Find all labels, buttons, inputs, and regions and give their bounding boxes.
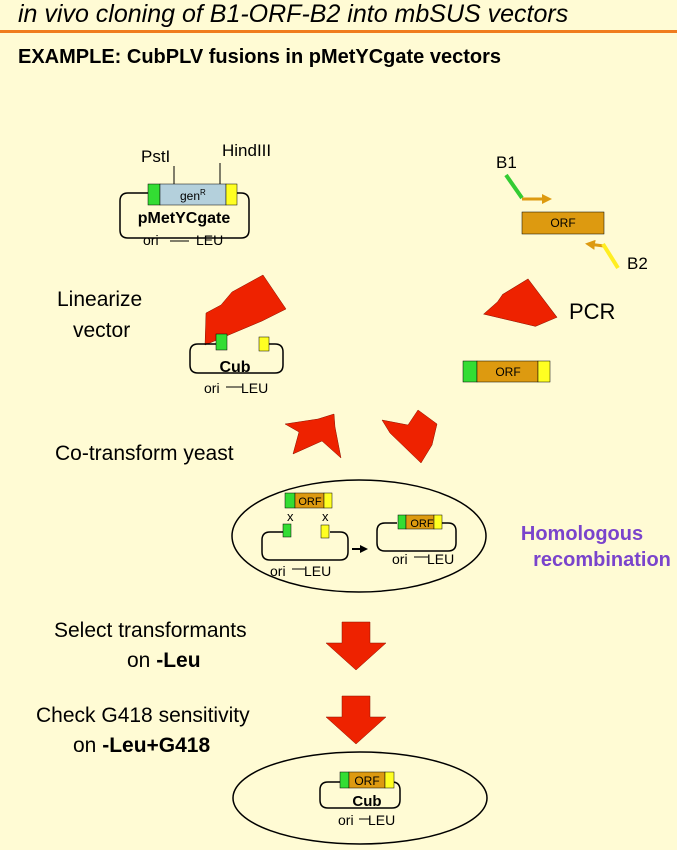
arrow-cotransform-left (284, 413, 342, 459)
linear-green-box (215, 333, 228, 351)
step-cotransform: Co-transform yeast (55, 442, 234, 465)
page-subtitle: EXAMPLE: CubPLV fusions in pMetYCgate ve… (18, 46, 502, 68)
recipient-green-box (282, 523, 292, 538)
recombinant-yellow-box (433, 514, 443, 530)
final-orf-label: ORF (354, 774, 379, 788)
recombinant-backbone (376, 522, 457, 552)
final-construct: ORF Cub ori LEU (319, 771, 401, 828)
insert-green-box (284, 492, 296, 509)
pcr-product: ORF (462, 360, 551, 383)
gene-label: genR (180, 188, 206, 203)
step-pcr: PCR (569, 299, 615, 324)
orf-template-label: ORF (550, 216, 575, 230)
recipient-leu-label: LEU (304, 563, 331, 579)
step-check-line1: Check G418 sensitivity (36, 704, 250, 727)
product-green-box (462, 360, 478, 383)
vector-backbone (119, 192, 250, 239)
final-backbone (319, 781, 401, 809)
recombinant-leu-label: LEU (427, 551, 454, 567)
linear-ori-label: ori (204, 380, 220, 396)
yeast-cell (231, 479, 487, 593)
primer-b1-label: B1 (496, 153, 517, 172)
step-linearize-line1: Linearize (57, 288, 142, 311)
step-select-line2: on -Leu (127, 649, 201, 672)
linearized-vector: Cub ori LEU (189, 333, 284, 396)
recombinant-orf-label: ORF (410, 518, 434, 530)
arrow-select (325, 621, 387, 671)
vector-pmetycgate: PstI HindIII genR pMetYCgate ori LEU (119, 141, 271, 248)
insert-yellow-box (323, 492, 333, 509)
yellow-homology-box (225, 183, 238, 206)
product-yellow-box (537, 360, 551, 383)
primer-b2-arrow (585, 239, 605, 250)
primer-b2-tail (601, 242, 620, 270)
pstI-site-label: PstI (141, 147, 170, 166)
step-select-line1: Select transformants (54, 619, 247, 642)
linear-leu-label: LEU (241, 380, 268, 396)
arrow-cotransform-right (381, 409, 438, 464)
step-check-line2: on -Leu+G418 (73, 734, 210, 757)
final-yellow-box (384, 771, 395, 789)
final-leu-label: LEU (368, 812, 395, 828)
orf-template-box (521, 211, 605, 235)
vector-name: pMetYCgate (138, 210, 231, 227)
pcr-template: B1 ORF B2 (496, 153, 648, 273)
crossover-left: x (287, 509, 294, 524)
recombination-product: ORF ori LEU (376, 514, 457, 567)
vector-ori-label: ori (143, 232, 159, 248)
final-green-box (339, 771, 350, 789)
recombinant-ori-label: ori (392, 551, 408, 567)
homologous-label: Homologous (521, 523, 643, 545)
linear-yellow-box (258, 336, 270, 352)
primer-b2-label: B2 (627, 254, 648, 273)
recipient-yellow-box (320, 524, 330, 539)
arrow-linearize (204, 274, 287, 346)
cub-label: Cub (219, 359, 250, 376)
linear-backbone (189, 343, 284, 374)
primer-b1-tail (504, 173, 524, 200)
green-homology-box (147, 183, 161, 206)
recipient-backbone (261, 531, 349, 561)
product-orf-label: ORF (495, 365, 520, 379)
vector-leu-label: LEU (196, 232, 223, 248)
recombinant-green-box (397, 514, 407, 530)
page-title: in vivo cloning of B1-ORF-B2 into mbSUS … (18, 0, 569, 28)
title-divider (0, 30, 677, 33)
hindIII-site-label: HindIII (222, 141, 271, 160)
step-linearize-line2: vector (73, 319, 130, 342)
final-cub-label: Cub (352, 793, 381, 810)
recombination-input: ORF x x ori LEU (261, 492, 349, 579)
recipient-ori-label: ori (270, 563, 286, 579)
arrow-pcr (483, 278, 558, 327)
arrow-check (325, 695, 387, 745)
final-yeast-cell (232, 751, 488, 845)
recombination-label: recombination (533, 549, 671, 571)
crossover-right: x (322, 509, 329, 524)
final-ori-label: ori (338, 812, 354, 828)
insert-orf-label: ORF (298, 496, 322, 508)
